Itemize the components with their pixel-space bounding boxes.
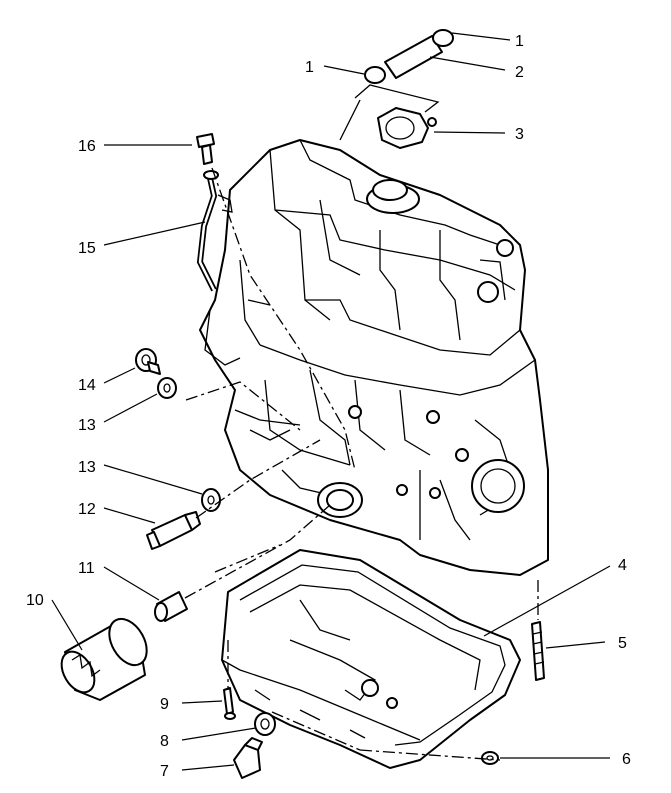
pan-stud (531, 621, 545, 681)
callout-9: 9 (160, 696, 169, 713)
callout-10: 10 (26, 592, 44, 609)
callout-14: 14 (78, 377, 96, 394)
plug-bolt (135, 348, 161, 375)
callout-12: 12 (78, 501, 96, 518)
coolant-hose-assembly (339, 29, 454, 149)
oil-filter-stud (154, 591, 188, 622)
hose-clamp-bottom (364, 66, 386, 84)
callout-4: 4 (618, 557, 627, 574)
oil-pan (221, 549, 521, 769)
callout-labels: 1 2 1 3 16 15 14 13 13 12 11 10 4 5 9 8 … (26, 33, 631, 780)
callout-16: 16 (78, 138, 96, 155)
hose-clamp-top (432, 29, 454, 47)
callout-6: 6 (622, 751, 631, 768)
callout-5: 5 (618, 635, 627, 652)
callout-2: 2 (515, 64, 524, 81)
callout-8: 8 (160, 733, 169, 750)
callout-1-left: 1 (305, 59, 314, 76)
callout-1-top: 1 (515, 33, 524, 50)
callout-11: 11 (78, 560, 95, 577)
dipstick-handle (196, 133, 215, 148)
pan-bolt (223, 687, 236, 720)
callout-3: 3 (515, 126, 524, 143)
drain-plug-washer (254, 712, 276, 736)
callout-15: 15 (78, 240, 96, 257)
drain-plug (233, 737, 263, 779)
oil-dipstick (196, 133, 233, 292)
leader-lines (51, 32, 611, 771)
sealing-washer-lower (201, 488, 221, 512)
water-inlet (377, 107, 429, 149)
oil-pressure-switch (146, 511, 201, 550)
callout-7: 7 (160, 763, 169, 780)
assembly-guide-lines (184, 167, 539, 761)
callout-13-lower: 13 (78, 459, 96, 476)
oil-filter (60, 617, 148, 701)
engine-block (199, 139, 549, 576)
nut-washer (481, 751, 499, 765)
sealing-washer-upper (157, 377, 177, 399)
callout-13-upper: 13 (78, 417, 96, 434)
